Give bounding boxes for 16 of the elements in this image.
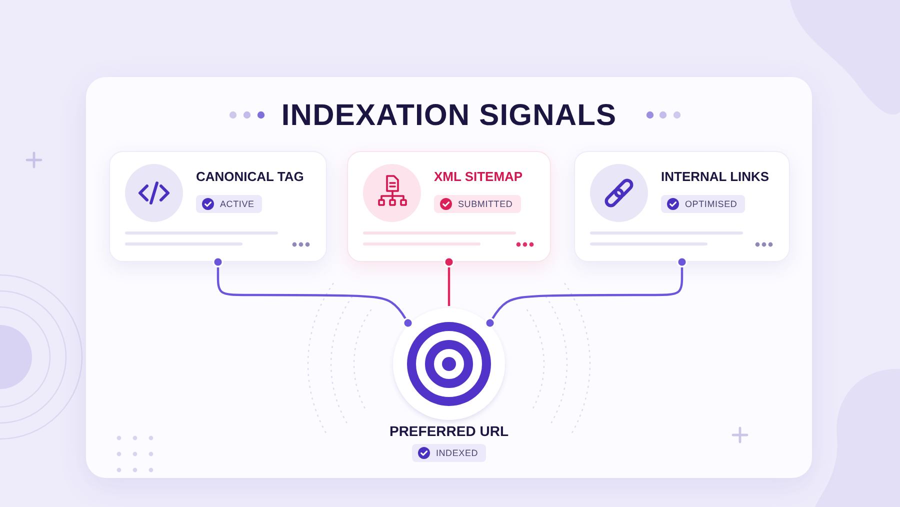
panel-title: INDEXATION SIGNALS bbox=[281, 99, 617, 133]
card-title: INTERNAL LINKS bbox=[661, 169, 770, 185]
node-title: PREFERRED URL bbox=[389, 423, 508, 439]
signal-card bbox=[109, 151, 327, 262]
signal-card bbox=[574, 151, 790, 262]
connector bbox=[444, 256, 454, 306]
status-label: INDEXED bbox=[436, 448, 478, 458]
connector bbox=[484, 256, 688, 328]
status-label: ACTIVE bbox=[220, 198, 254, 210]
status-label: SUBMITTED bbox=[458, 198, 513, 210]
card-title: XML SITEMAP bbox=[434, 169, 523, 185]
card-title: CANONICAL TAG bbox=[196, 169, 304, 185]
signal-card bbox=[347, 151, 551, 262]
connector bbox=[212, 256, 414, 328]
status-label: OPTIMISED bbox=[685, 198, 738, 210]
panel-card bbox=[86, 77, 812, 478]
